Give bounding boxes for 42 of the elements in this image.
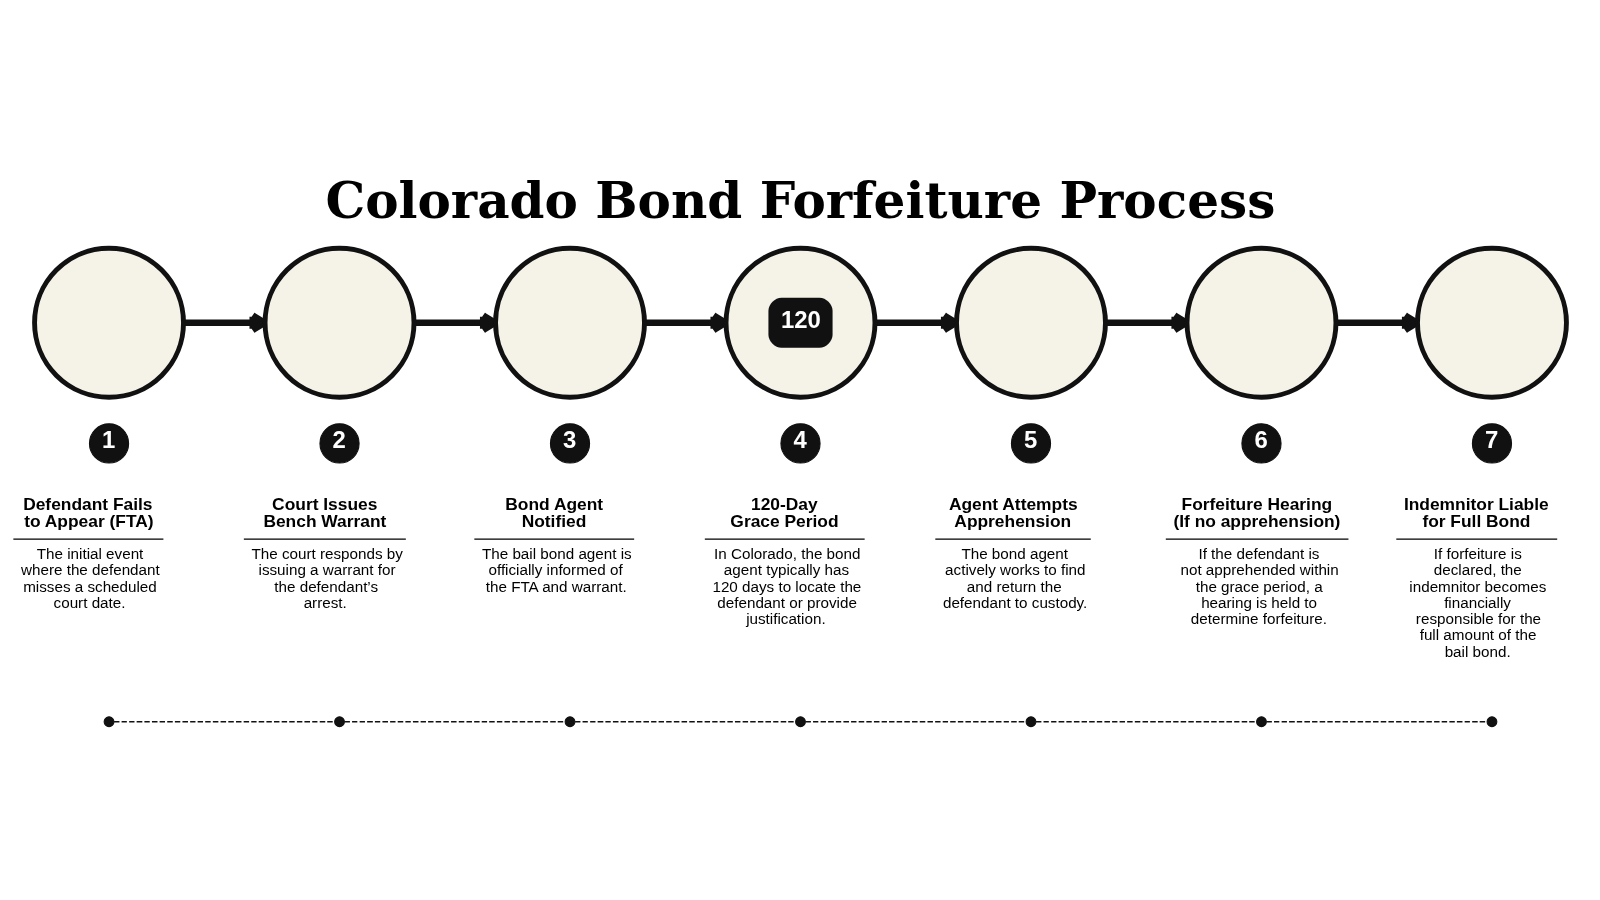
node-label: In Colorado, the bond agent typically has 120 days to locate the defendant or provide justification. [711, 544, 861, 627]
node-circle: 4 [779, 422, 821, 464]
node-circle [492, 245, 647, 400]
diagram-title: Colorado Bond Forfeiture Process [324, 170, 1275, 230]
node-circle: 7 [1471, 422, 1512, 464]
node-circle: 2 [318, 422, 360, 464]
node-circle [31, 245, 186, 400]
connector [804, 720, 1027, 722]
node-circle [564, 715, 575, 727]
node-label: Forfeiture Hearing (If no apprehension) [1172, 493, 1340, 531]
node-label: Agent Attempts Apprehension [948, 493, 1078, 531]
node-label: Indemnitor Liable for Full Bond [1403, 493, 1549, 531]
node-circle [794, 715, 806, 727]
node-circle [333, 715, 345, 727]
node-circle: 3 [549, 422, 590, 464]
node-circle [103, 715, 114, 727]
node-circle: 5 [1010, 422, 1051, 464]
node-circle [1486, 715, 1497, 727]
node-label: Court Issues Bench Warrant [262, 493, 386, 531]
node-label: The bail bond agent is officially informed of the FTA and warrant. [481, 544, 632, 595]
node-circle: 120 [723, 245, 877, 400]
node-label: Defendant Fails to Appear (FTA) [22, 493, 154, 531]
connector [1034, 720, 1257, 722]
node-circle [1414, 245, 1569, 400]
node-circle [1255, 715, 1267, 727]
node-label: If forfeiture is declared, the indemnitor becomes financially responsible for the full amount of the bail bond. [1408, 544, 1546, 660]
node-circle [1025, 715, 1036, 727]
node-label: Bond Agent Notified [504, 493, 603, 531]
node-circle: 1 [88, 422, 129, 464]
connector [112, 720, 335, 722]
node-circle [262, 245, 416, 400]
connector [1265, 720, 1487, 722]
connector [573, 720, 796, 722]
node-circle [953, 245, 1108, 400]
node-label: The court responds by issuing a warrant for the defendant’s arrest. [250, 544, 403, 611]
node-label: The initial event where the defendant misses a scheduled court date. [20, 544, 160, 611]
connector [343, 720, 566, 722]
node-circle: 6 [1240, 422, 1282, 464]
node-label: 120-Day Grace Period [729, 493, 839, 531]
node-label: The bond agent actively works to find and return the defendant to custody. [942, 544, 1087, 611]
node-label: If the defendant is not apprehended within the grace period, a hearing is held to determine forfeiture. [1179, 544, 1339, 627]
node-circle [1184, 245, 1338, 400]
